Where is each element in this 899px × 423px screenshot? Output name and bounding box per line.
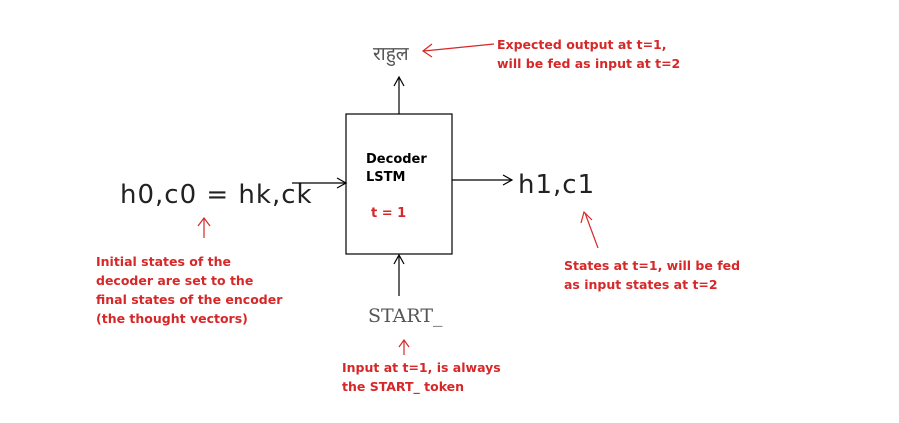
- initial-annotation-line: Initial states of the: [96, 254, 231, 269]
- states-note-arrow: [584, 212, 599, 249]
- input-note-arrow-head: [398, 338, 410, 348]
- initial-states-arrow-head: [336, 177, 348, 189]
- output-annotation-line: Expected output at t=1,: [497, 37, 667, 52]
- decoder-title-line2: LSTM: [366, 170, 406, 185]
- next-states-label: h1,c1: [518, 170, 596, 200]
- input-arrow-head: [393, 253, 405, 265]
- output-arrow-head: [393, 75, 405, 87]
- next-states-arrow-head: [502, 174, 514, 186]
- initial-annotation-line: decoder are set to the: [96, 273, 254, 288]
- decoder-timestep: t = 1: [371, 206, 407, 221]
- initial-annotation-line: final states of the encoder: [96, 292, 283, 307]
- input-annotation-line: the START_ token: [342, 379, 465, 394]
- decoder-title: Decoder LSTM: [366, 151, 427, 187]
- input-annotation-line: Input at t=1, is always: [342, 360, 501, 375]
- output-annotation-line: will be fed as input at t=2: [497, 56, 681, 71]
- initial-note-arrow-head: [197, 217, 211, 227]
- initial-annotation-line: (the thought vectors): [96, 311, 248, 326]
- output-note-arrow-head: [421, 43, 433, 58]
- initial-states-label: h0,c0 = hk,ck: [120, 180, 313, 210]
- states-annotation-line: States at t=1, will be fed: [564, 258, 741, 273]
- decoder-box: [345, 113, 453, 255]
- output-note-arrow: [423, 43, 495, 52]
- states-annotation: States at t=1, will be fed as input stat…: [564, 256, 740, 294]
- output-token: राहुल: [373, 43, 409, 65]
- input-token: START_: [368, 305, 443, 327]
- initial-annotation: Initial states of the decoder are set to…: [96, 252, 282, 328]
- states-annotation-line: as input states at t=2: [564, 277, 718, 292]
- states-note-arrow-head: [580, 210, 593, 224]
- output-annotation: Expected output at t=1, will be fed as i…: [497, 35, 680, 73]
- input-annotation: Input at t=1, is always the START_ token: [342, 358, 501, 396]
- decoder-title-line1: Decoder: [366, 152, 427, 167]
